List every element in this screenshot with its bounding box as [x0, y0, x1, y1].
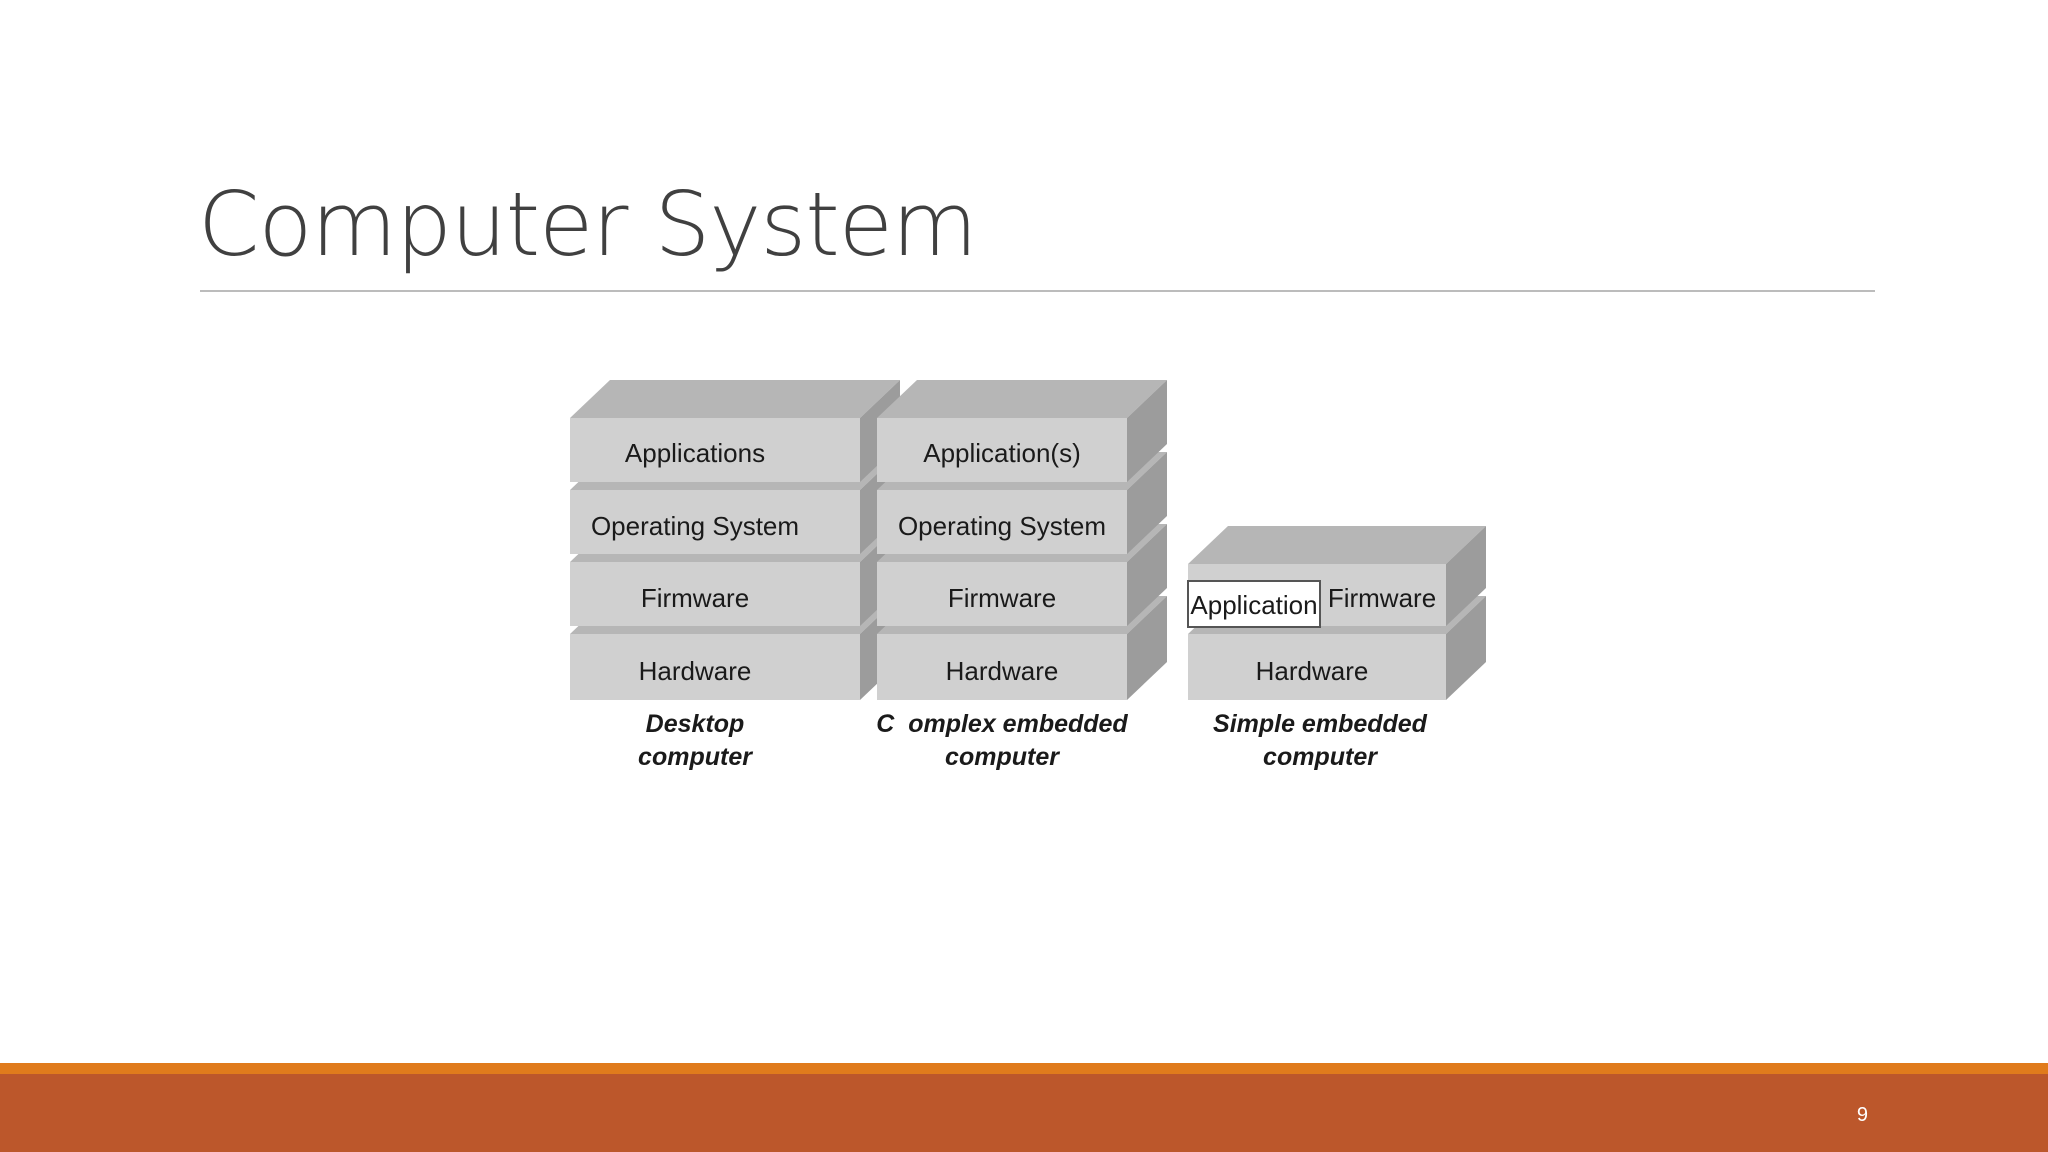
- simple-caption-line2: computer: [1263, 743, 1378, 771]
- desktop-caption-line2: computer: [638, 743, 753, 771]
- simple-caption-line1: Simple embedded: [1213, 710, 1428, 738]
- desktop-stack: Hardware Firmware Operating System Appli…: [570, 380, 900, 771]
- page-number: 9: [1856, 1104, 1868, 1126]
- desktop-layer-hardware: Hardware: [639, 656, 752, 686]
- simple-layer-firmware: Firmware: [1328, 583, 1436, 613]
- complex-embedded-stack: Hardware Firmware Operating System Appli…: [876, 380, 1167, 771]
- complex-caption-line1: C omplex embedded: [876, 710, 1128, 738]
- complex-layer-hardware: Hardware: [946, 656, 1059, 686]
- slide-title: Computer System: [198, 173, 978, 276]
- simple-layer-hardware: Hardware: [1256, 656, 1369, 686]
- desktop-caption-line1: Desktop: [646, 710, 745, 738]
- simple-layer-application: Application: [1190, 590, 1317, 620]
- footer-bar: [0, 1074, 2048, 1152]
- complex-layer-operating-system: Operating System: [898, 511, 1106, 541]
- complex-caption-line2: computer: [945, 743, 1060, 771]
- desktop-layer-operating-system: Operating System: [591, 511, 799, 541]
- simple-application-box: [1187, 580, 1321, 628]
- simple-embedded-stack: Hardware Application Firmware Simple emb…: [1187, 526, 1486, 771]
- complex-layer-firmware: Firmware: [948, 583, 1056, 613]
- desktop-layer-applications: Applications: [625, 438, 765, 468]
- desktop-layer-firmware: Firmware: [641, 583, 749, 613]
- complex-layer-applications: Application(s): [923, 438, 1081, 468]
- footer-accent-stripe: [0, 1063, 2048, 1074]
- title-divider: [200, 290, 1875, 292]
